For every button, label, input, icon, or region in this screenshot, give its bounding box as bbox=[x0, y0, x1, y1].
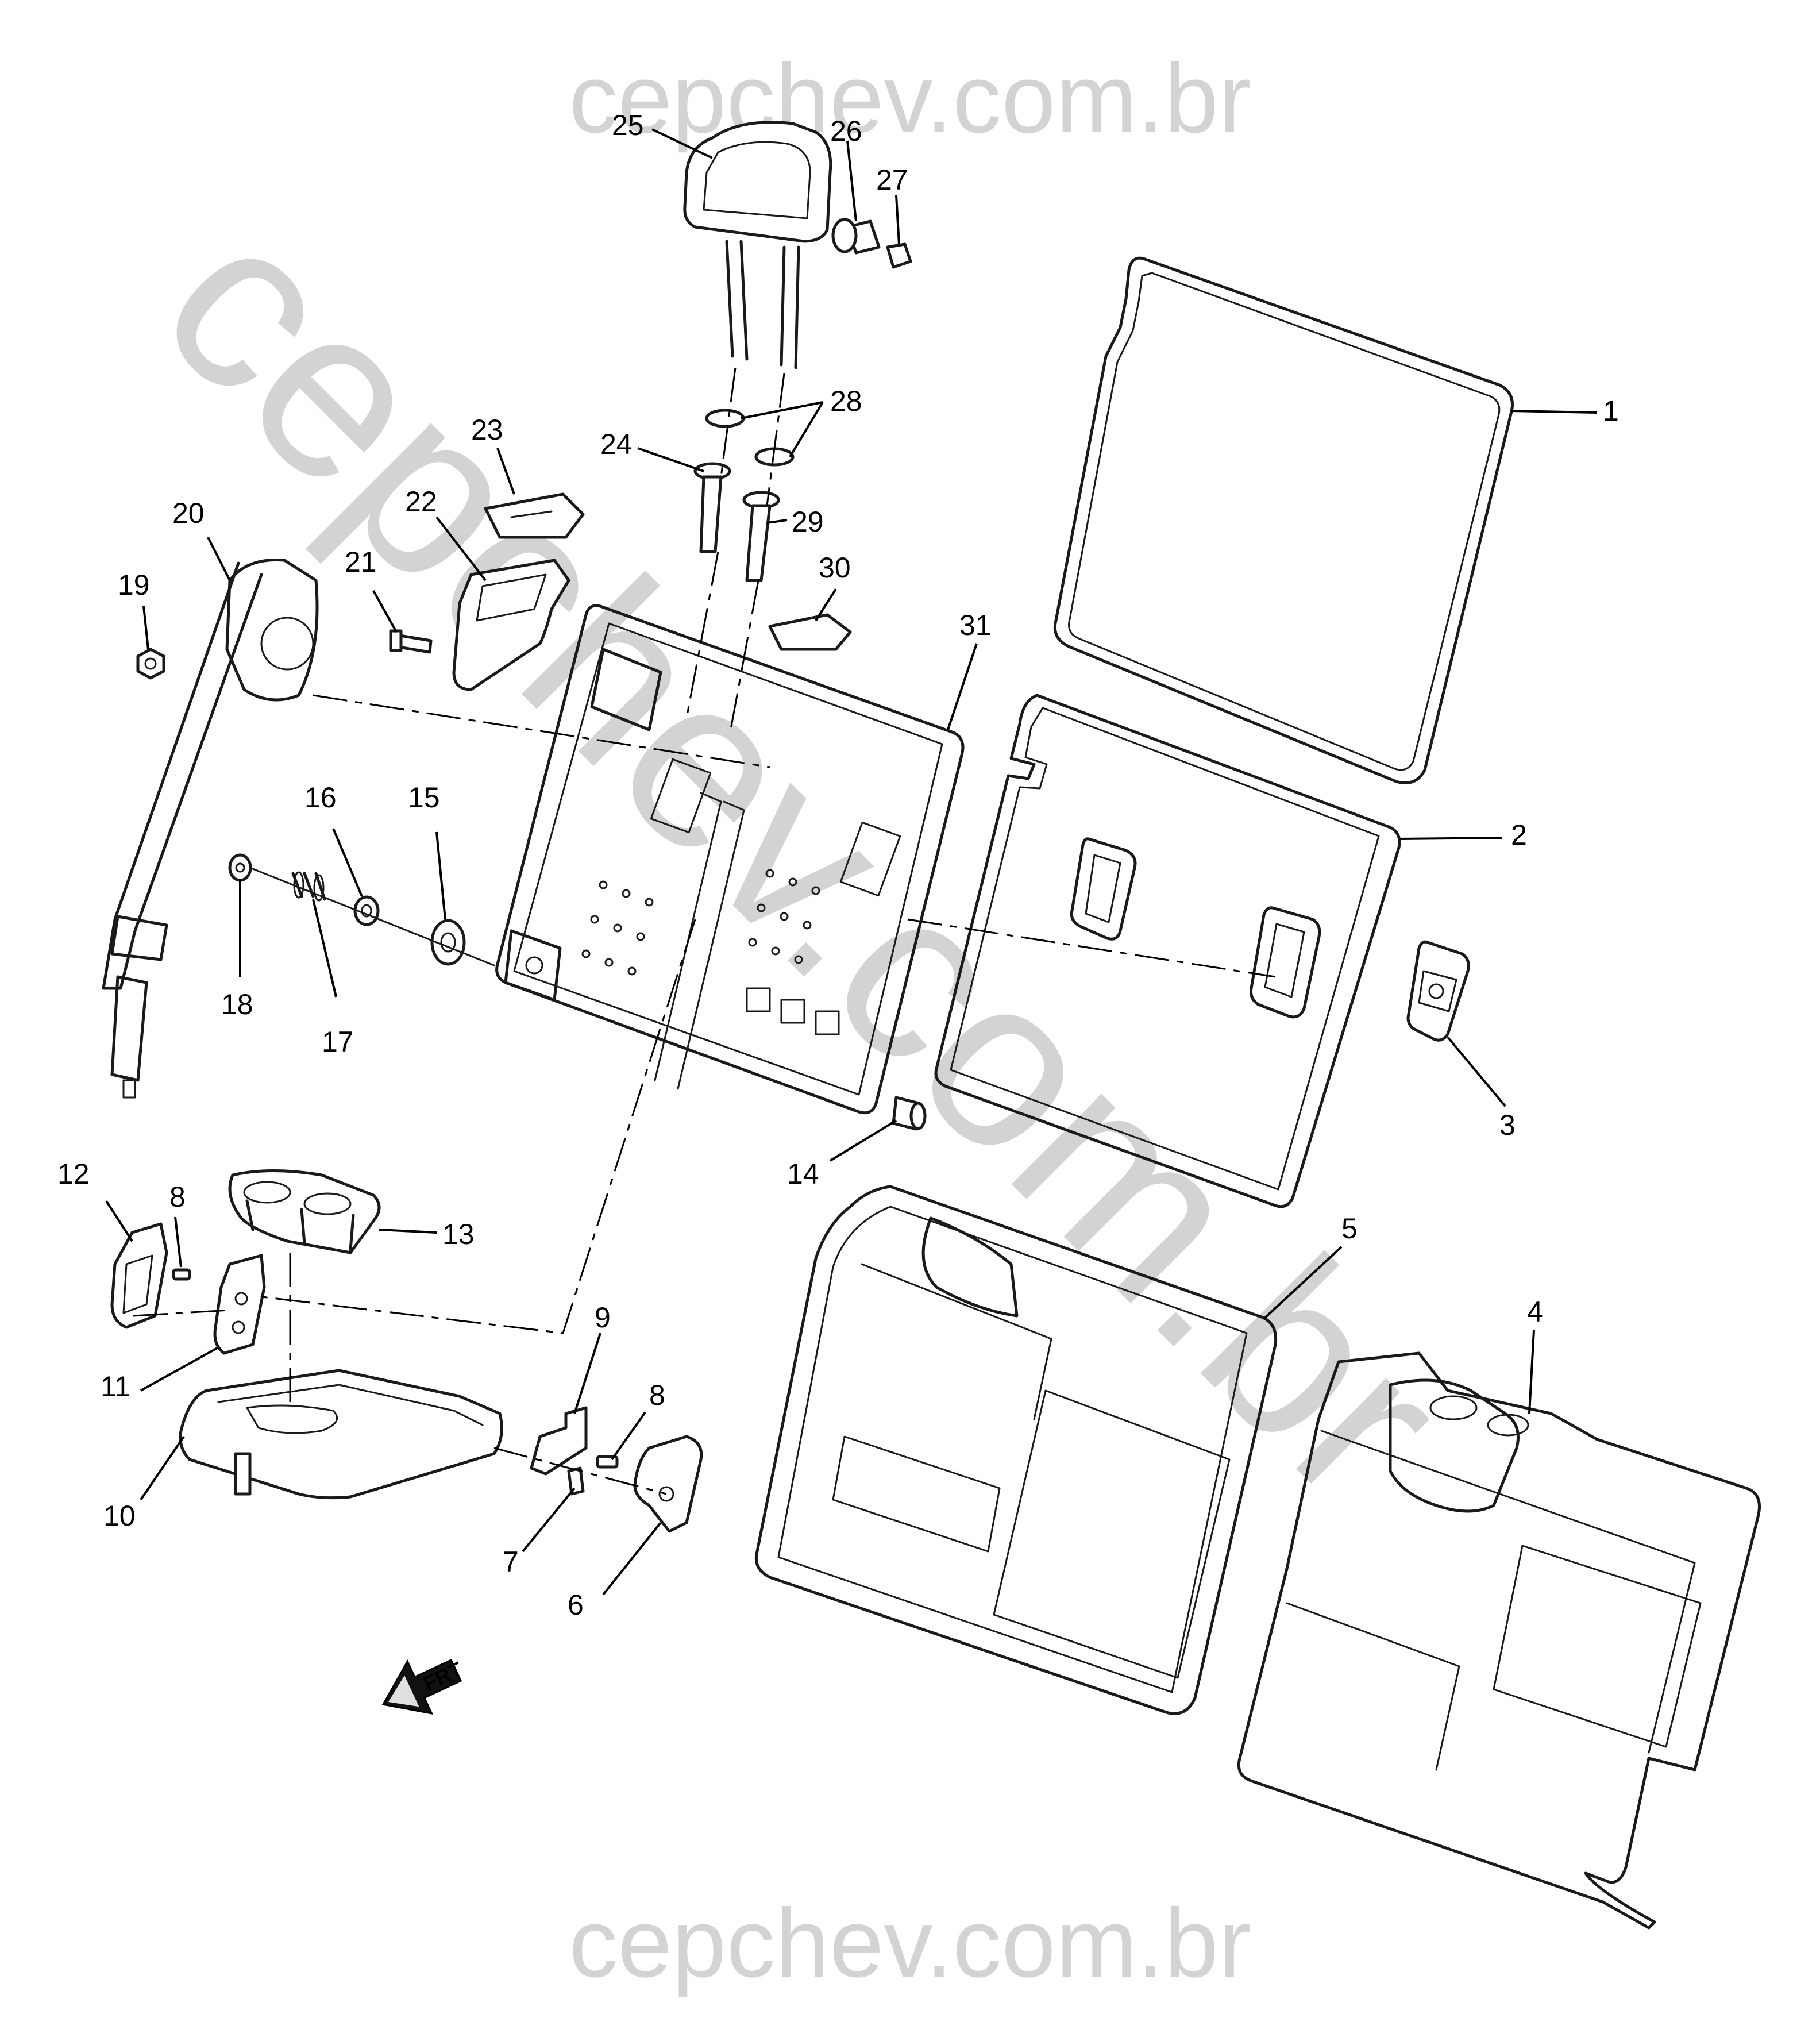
callout-31: 31 bbox=[959, 609, 992, 641]
callout-22: 22 bbox=[405, 486, 437, 518]
callout-28: 28 bbox=[830, 385, 862, 417]
part-10-armrest bbox=[179, 1369, 503, 1500]
callout-12: 12 bbox=[57, 1158, 90, 1190]
part-5-seatback-cushion bbox=[754, 1185, 1278, 1715]
part-26-guide-bushing bbox=[831, 218, 881, 255]
part-27-bolt bbox=[886, 242, 912, 269]
callout-2: 2 bbox=[1511, 819, 1527, 851]
callout-21: 21 bbox=[345, 546, 377, 578]
part-4-seatback-trim bbox=[1237, 1351, 1761, 1930]
frame-hole-grid bbox=[581, 869, 820, 976]
part-12-armrest-bezel bbox=[110, 1222, 168, 1329]
part-24-guide-sleeve-left bbox=[693, 462, 731, 553]
callout-23: 23 bbox=[471, 414, 503, 446]
callout-labels: 1 2 3 4 5 6 7 8 8 9 10 11 12 13 14 15 16… bbox=[57, 109, 1619, 1621]
callout-13: 13 bbox=[442, 1218, 475, 1250]
alignment-lines bbox=[133, 367, 1276, 1495]
part-14-pivot-bushing bbox=[892, 1096, 927, 1131]
callout-14: 14 bbox=[787, 1158, 819, 1190]
callout-30: 30 bbox=[819, 552, 851, 584]
part-3-latch-bezel bbox=[1406, 940, 1470, 1042]
part-9-armrest-hinge bbox=[530, 1406, 588, 1476]
leader-lines bbox=[105, 128, 1598, 1596]
callout-5: 5 bbox=[1341, 1212, 1358, 1245]
watermark-diagonal: cepchev.com.br bbox=[112, 168, 1495, 1551]
callout-15: 15 bbox=[408, 781, 440, 814]
part-16-washer bbox=[353, 895, 380, 926]
callout-1: 1 bbox=[1603, 395, 1619, 427]
callout-19: 19 bbox=[118, 569, 150, 601]
callout-11: 11 bbox=[101, 1370, 130, 1403]
callout-10: 10 bbox=[103, 1500, 136, 1532]
part-11-armrest-bracket bbox=[213, 1254, 266, 1355]
part-28-grommets bbox=[705, 409, 795, 467]
callout-8-left: 8 bbox=[169, 1181, 186, 1213]
callout-16: 16 bbox=[304, 781, 337, 814]
part-23-latch-cover bbox=[484, 492, 585, 539]
callout-9: 9 bbox=[595, 1301, 611, 1334]
callout-18: 18 bbox=[221, 988, 253, 1020]
callout-8-right: 8 bbox=[649, 1379, 665, 1411]
part-19-nut bbox=[136, 648, 165, 680]
callout-17: 17 bbox=[322, 1026, 354, 1058]
callout-29: 29 bbox=[792, 506, 824, 538]
front-arrow-icon bbox=[381, 1658, 462, 1715]
callout-25: 25 bbox=[612, 109, 644, 141]
part-22-latch-bezel bbox=[452, 559, 570, 691]
callout-20: 20 bbox=[172, 497, 205, 529]
part-20-seat-belt-retractor bbox=[102, 558, 319, 1099]
part-1-backrest-panel bbox=[1053, 256, 1514, 784]
watermark-top: cepchev.com.br bbox=[569, 44, 1251, 153]
callout-6: 6 bbox=[568, 1589, 584, 1621]
callout-4: 4 bbox=[1527, 1296, 1543, 1328]
part-15-bushing bbox=[430, 919, 466, 966]
front-direction-indicator: FRT bbox=[381, 1657, 466, 1715]
part-31-seatback-frame bbox=[495, 604, 965, 1115]
part-6-hinge-cover bbox=[633, 1435, 703, 1533]
part-25-head-restraint bbox=[683, 121, 832, 369]
callout-7: 7 bbox=[503, 1546, 519, 1578]
callout-26: 26 bbox=[830, 115, 862, 147]
part-21-bolt bbox=[389, 629, 433, 654]
callout-3: 3 bbox=[1499, 1109, 1516, 1141]
part-18-washer-bolt bbox=[228, 853, 252, 882]
part-7-pivot-pin bbox=[567, 1466, 585, 1496]
part-13-cup-holder bbox=[228, 1169, 381, 1254]
part-8-screw-left bbox=[172, 1268, 191, 1281]
watermark-bottom: cepchev.com.br bbox=[569, 1889, 1251, 1998]
part-29-guide-sleeve-right bbox=[742, 491, 780, 582]
part-2-back-panel bbox=[934, 694, 1401, 1208]
callout-27: 27 bbox=[876, 164, 908, 196]
callout-24: 24 bbox=[600, 428, 633, 460]
part-30-release-cover bbox=[768, 613, 852, 651]
